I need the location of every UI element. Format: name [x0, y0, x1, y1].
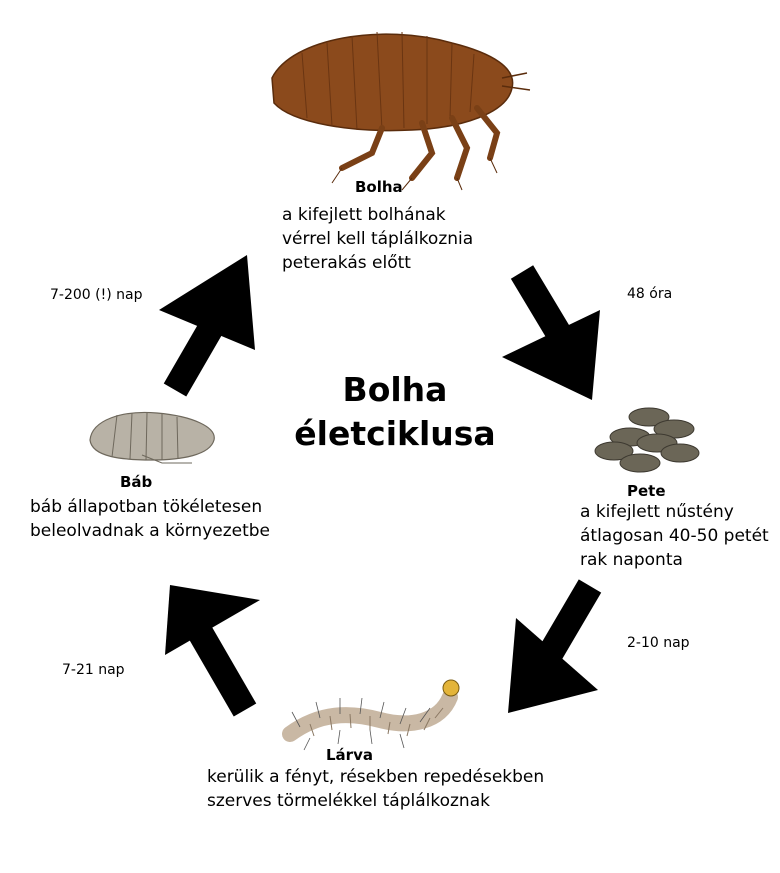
arrow-adult-to-egg: [502, 265, 600, 400]
stage-label-pupa: Báb: [120, 473, 153, 491]
title-line-2: életciklusa: [294, 414, 496, 453]
stage-desc-egg: a kifejlett nűstény átlagosan 40-50 peté…: [580, 500, 769, 572]
desc-line: átlagosan 40-50 petét: [580, 526, 769, 546]
stage-desc-pupa: báb állapotban tökéletesen beleolvadnak …: [30, 495, 270, 543]
stage-label-egg: Pete: [627, 482, 666, 500]
duration-egg-to-larva: 2-10 nap: [627, 635, 690, 651]
arrow-pupa-to-adult: [159, 255, 255, 397]
stage-label-larva: Lárva: [326, 746, 373, 764]
desc-line: peterakás előtt: [282, 253, 411, 273]
stage-desc-larva: kerülik a fényt, résekben repedésekben s…: [207, 765, 544, 813]
larva-illustration: [282, 679, 460, 751]
desc-line: báb állapotban tökéletesen: [30, 497, 263, 517]
desc-line: beleolvadnak a környezetbe: [30, 521, 271, 541]
stage-label-adult: Bolha: [355, 178, 403, 196]
desc-line: szerves törmelékkel táplálkoznak: [207, 791, 490, 811]
pupa-illustration: [89, 411, 215, 464]
desc-line: vérrel kell táplálkoznia: [282, 229, 474, 249]
egg-cluster-illustration: [594, 407, 700, 473]
adult-flea-illustration: [271, 31, 531, 191]
title-line-1: Bolha: [342, 370, 448, 409]
stage-desc-adult: a kifejlett bolhának vérrel kell táplálk…: [282, 203, 473, 275]
duration-adult-to-egg: 48 óra: [627, 286, 673, 302]
desc-line: rak naponta: [580, 550, 683, 570]
duration-larva-to-pupa: 7-21 nap: [62, 662, 125, 678]
desc-line: kerülik a fényt, résekben repedésekben: [207, 767, 545, 787]
desc-line: a kifejlett bolhának: [282, 205, 446, 225]
arrow-egg-to-larva: [508, 579, 602, 713]
diagram-title: Bolha életciklusa: [275, 368, 515, 456]
desc-line: a kifejlett nűstény: [580, 502, 734, 522]
duration-pupa-to-adult: 7-200 (!) nap: [50, 287, 143, 303]
arrow-larva-to-pupa: [165, 585, 260, 717]
